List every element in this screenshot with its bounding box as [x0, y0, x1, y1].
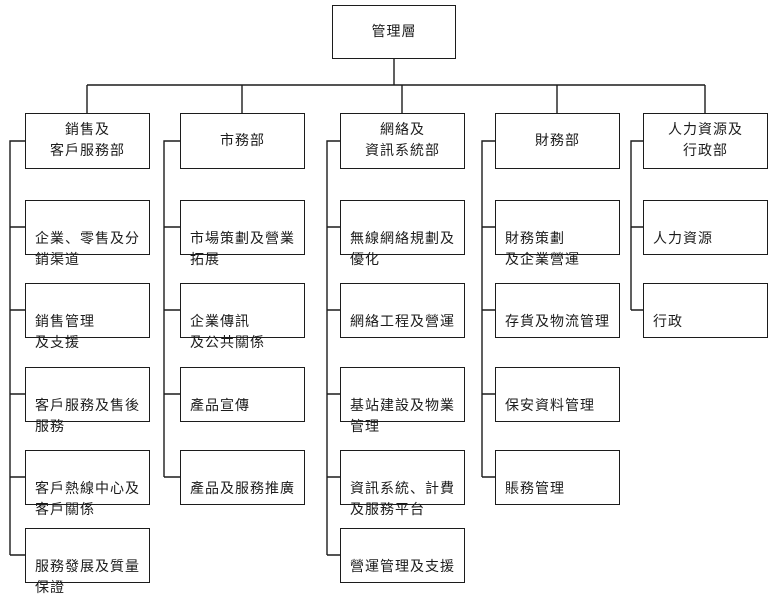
sub-box-base-station-property-management: 基站建設及物業 管理: [340, 367, 465, 435]
sub-box-network-engineering-operations: 網絡工程及營運: [340, 283, 465, 338]
sub-label: 網絡工程及營運: [350, 315, 455, 330]
sub-box-hotline-customer-relations: 客戶熱線中心及 客戶關係: [25, 450, 150, 518]
sub-label: 營運管理及支援: [350, 560, 455, 575]
connector-column-3: [326, 140, 340, 556]
root-box-management: 管理層: [332, 5, 456, 59]
sub-box-financial-planning-corporate-operations: 財務策劃 及企業營運: [495, 200, 620, 268]
connector-column-5: [630, 140, 643, 311]
sub-box-accounts-management: 賬務管理: [495, 450, 620, 505]
sub-box-inventory-logistics-management: 存貨及物流管理: [495, 283, 620, 338]
dept-label: 網絡及 資訊系統部: [365, 123, 440, 159]
sub-box-info-systems-billing-service-platform: 資訊系統、計費 及服務平台: [340, 450, 465, 518]
sub-label: 行政: [653, 315, 683, 330]
dept-box-finance: 財務部: [495, 113, 620, 169]
sub-label: 保安資料管理: [505, 399, 595, 414]
dept-box-hr-admin: 人力資源及 行政部: [643, 113, 768, 169]
sub-box-corporate-comms-pr: 企業傳訊 及公共關係: [180, 283, 305, 351]
sub-box-human-resources: 人力資源: [643, 200, 768, 255]
sub-label: 賬務管理: [505, 482, 565, 497]
sub-label: 人力資源: [653, 232, 713, 247]
sub-box-corporate-retail-distribution: 企業、零售及分 銷渠道: [25, 200, 150, 268]
sub-box-administration: 行政: [643, 283, 768, 338]
sub-label: 產品宣傳: [190, 399, 250, 414]
connector-column-4: [481, 140, 495, 478]
sub-box-operations-management-support: 營運管理及支援: [340, 528, 465, 583]
connector-column-2: [163, 140, 180, 478]
sub-box-product-service-promotion: 產品及服務推廣: [180, 450, 305, 505]
sub-label: 企業、零售及分 銷渠道: [35, 232, 140, 268]
sub-box-service-development-qa: 服務發展及質量 保證: [25, 528, 150, 594]
sub-label: 銷售管理 及支援: [35, 315, 95, 351]
sub-box-product-publicity: 產品宣傳: [180, 367, 305, 422]
dept-label: 市務部: [220, 133, 265, 149]
dept-label: 財務部: [535, 133, 580, 149]
dept-box-network-info-systems: 網絡及 資訊系統部: [340, 113, 465, 169]
sub-label: 客戶熱線中心及 客戶關係: [35, 482, 140, 518]
sub-box-security-data-management: 保安資料管理: [495, 367, 620, 422]
sub-box-customer-service-aftersales: 客戶服務及售後 服務: [25, 367, 150, 435]
dept-label: 銷售及 客戶服務部: [50, 123, 125, 159]
dept-box-marketing: 市務部: [180, 113, 305, 169]
sub-label: 財務策劃 及企業營運: [505, 232, 580, 268]
sub-label: 客戶服務及售後 服務: [35, 399, 140, 435]
connector-column-1: [9, 140, 25, 556]
sub-label: 產品及服務推廣: [190, 482, 295, 497]
sub-label: 資訊系統、計費 及服務平台: [350, 482, 455, 518]
sub-label: 企業傳訊 及公共關係: [190, 315, 265, 351]
sub-box-sales-management-support: 銷售管理 及支援: [25, 283, 150, 351]
sub-label: 基站建設及物業 管理: [350, 399, 455, 435]
root-label: 管理層: [371, 24, 417, 40]
sub-box-wireless-network-planning-optimization: 無線網絡規劃及 優化: [340, 200, 465, 268]
sub-box-market-planning-business-dev: 市場策劃及營業 拓展: [180, 200, 305, 268]
dept-box-sales-customer-service: 銷售及 客戶服務部: [25, 113, 150, 169]
sub-label: 無線網絡規劃及 優化: [350, 232, 455, 268]
sub-label: 服務發展及質量 保證: [35, 560, 140, 594]
sub-label: 市場策劃及營業 拓展: [190, 232, 295, 268]
sub-label: 存貨及物流管理: [505, 315, 610, 330]
dept-label: 人力資源及 行政部: [668, 123, 743, 159]
